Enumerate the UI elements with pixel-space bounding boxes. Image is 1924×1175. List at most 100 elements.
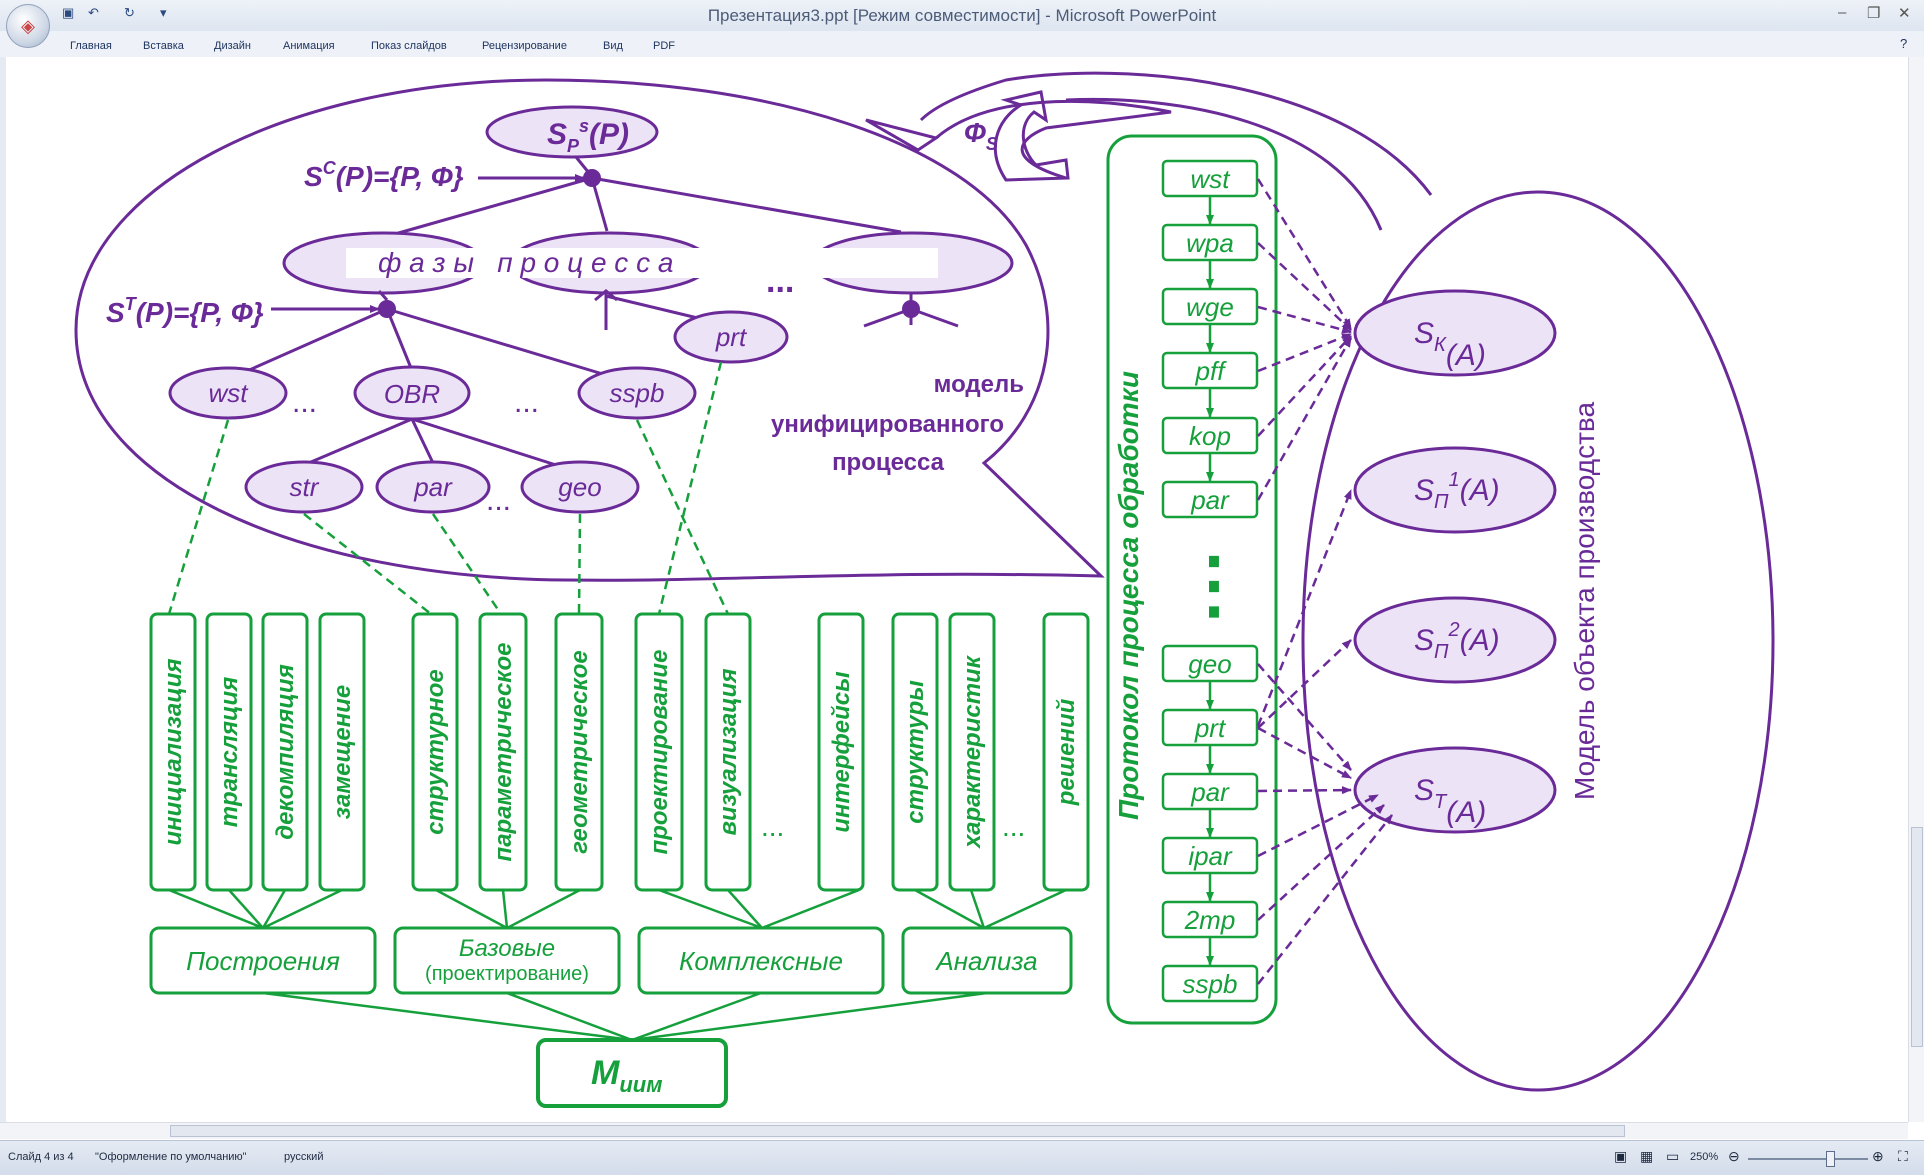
protocol-item-label: wpa [1186,228,1234,258]
root-box [536,1038,728,1108]
wst-node-label: wst [209,378,250,408]
tab-animation[interactable]: Анимация [283,40,335,52]
object-node-ellipse [1353,289,1557,377]
group-analysis-label: Анализа [934,946,1037,976]
protocol-item-label: sspb [1183,969,1238,999]
func-ellipsis-1: ... [761,811,784,842]
function-label: визуализация [715,669,742,836]
tab-review[interactable]: Рецензирование [482,40,567,52]
zoom-slider[interactable] [1748,1158,1868,1160]
zoom-in-icon[interactable]: ⊕ [1872,1148,1884,1164]
horizontal-scrollbar[interactable] [0,1122,1908,1139]
protocol-item-label: pff [1195,356,1228,386]
group-complex-label: Комплексные [679,946,843,976]
model-label-3: процесса [832,449,945,476]
phi-s-arrow [993,90,1070,182]
func-ellipsis-2: ... [1002,811,1025,842]
sspb-node [577,366,697,420]
group-build-label: Построения [186,946,340,976]
zoom-slider-thumb[interactable] [1826,1151,1835,1167]
redo-icon[interactable]: ↻ [124,5,135,20]
function-label: инициализация [160,658,187,845]
tab-pdf[interactable]: PDF [653,40,675,52]
function-label: трансляция [216,677,243,828]
window-title: Презентация3.ppt [Режим совместимости] -… [707,6,1217,25]
function-label: параметрическое [490,643,517,862]
slide-counter: Слайд 4 из 4 [8,1151,74,1163]
object-model-label: Модель объекта производства [1569,402,1600,800]
phases-label: ф а з ы п р о ц е с с а [378,247,673,278]
zoom-out-icon[interactable]: ⊖ [1728,1148,1740,1164]
minimize-button[interactable]: – [1838,4,1847,21]
tab-home[interactable]: Главная [70,40,112,52]
model-label-2: унифицированного [771,411,1004,438]
vertical-scrollbar[interactable] [1908,57,1924,1122]
sc-label: SC(P)={P, Ф} [304,158,464,192]
protocol-item-label: wst [1191,164,1232,194]
function-label: геометрическое [566,650,593,853]
theme-name: "Оформление по умолчанию" [95,1151,247,1163]
protocol-item-label: 2mp [1184,905,1236,935]
object-node-ellipse [1353,746,1557,834]
group-base-sub: (проектирование) [425,963,589,985]
vertical-scroll-thumb[interactable] [1911,827,1923,1047]
tab-insert[interactable]: Вставка [143,40,184,52]
par-node-label: par [413,472,453,502]
protocol-item-label: wge [1186,292,1234,322]
normal-view-icon[interactable]: ▣ [1614,1148,1628,1164]
tab-view[interactable]: Вид [603,40,623,52]
str-node [244,460,364,514]
function-label: решений [1053,698,1080,806]
function-label: структурное [422,669,449,835]
prt-node [673,310,789,364]
object-node-label: SТ(A) [1414,774,1486,829]
status-bar: Слайд 4 из 4 "Оформление по умолчанию" р… [0,1140,1924,1175]
top-node-label: SPs(P) [547,116,629,156]
protocol-label: Протокол процесса обработки [1113,371,1144,820]
undo-icon[interactable]: ↶ [88,5,99,20]
slideshow-icon[interactable]: ▭ [1666,1148,1680,1164]
geo-node-label: geo [558,472,601,502]
protocol-item-label: par [1190,777,1230,807]
protocol-item-label: geo [1188,649,1231,679]
ellipsis-b: ... [514,386,539,419]
office-button[interactable]: ◈ [6,4,50,48]
function-label: характеристик [959,654,986,850]
function-box [411,612,459,892]
language-indicator[interactable]: русский [284,1151,324,1163]
tab-design[interactable]: Дизайн [214,40,251,52]
phi-s-label: ФS [964,117,998,154]
restore-button[interactable]: ❐ [1867,5,1881,22]
top-node-ellipse [485,105,659,159]
help-icon[interactable]: ? [1900,36,1908,51]
protocol-item-label: ipar [1188,841,1233,871]
object-node-label: SП2(A) [1414,619,1500,663]
slide-sorter-icon[interactable]: ▦ [1640,1148,1654,1164]
zoom-level[interactable]: 250% [1690,1151,1719,1163]
object-node-label: SП1(A) [1414,469,1500,513]
function-box [817,612,865,892]
protocol-dots: ⋮ [1177,543,1251,626]
sspb-node-label: sspb [610,378,665,408]
function-label: замещение [329,685,356,819]
st-label: ST(P)={P, Ф} [106,294,264,328]
function-label: декомпиляция [272,664,299,839]
function-box [149,612,197,892]
str-node-label: str [290,472,320,502]
tab-slideshow[interactable]: Показ слайдов [371,40,447,52]
function-label: проектирование [646,650,673,855]
ribbon-tabs: Главная Вставка Дизайн Анимация Показ сл… [0,31,1924,58]
obr-node-label: OBR [384,379,440,409]
process-model-bubble [74,78,1105,582]
protocol-item-label: prt [1194,713,1227,743]
ellipsis-c: ... [486,484,511,517]
horizontal-scroll-thumb[interactable] [170,1125,1625,1137]
customize-toolbar-icon[interactable]: ▾ [160,5,167,20]
protocol-item-box [1161,964,1259,1003]
fit-slide-icon[interactable]: ⛶ [1898,1148,1908,1164]
object-node-label: SК(A) [1414,317,1486,372]
save-icon[interactable]: ▣ [62,5,75,20]
protocol-item-box [1161,480,1259,519]
close-button[interactable]: ✕ [1898,5,1911,22]
protocol-item-label: par [1190,485,1230,515]
